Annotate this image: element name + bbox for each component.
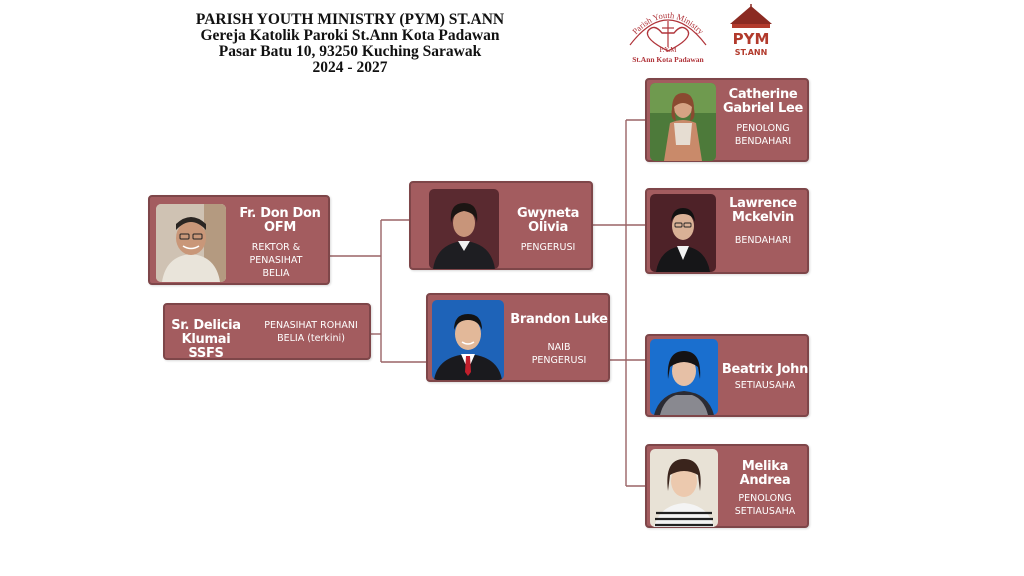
photo-lawrence	[650, 194, 716, 272]
name-lawrence: Lawrence Mckelvin	[729, 196, 797, 225]
name-beatrix: Beatrix John	[721, 362, 809, 377]
name-melika: Melika Andrea	[739, 459, 791, 488]
name-delicia: Sr. Delicia Klumai SSFS	[171, 318, 241, 361]
card-catherine: Catherine Gabriel Lee PENOLONG BENDAHARI	[645, 78, 809, 162]
role-delicia: PENASIHAT ROHANI BELIA (terkini)	[264, 320, 358, 344]
card-gwyneta: Gwyneta Olivia PENGERUSI	[409, 181, 593, 270]
card-brandon: Brandon Luke NAIB PENGERUSI	[426, 293, 610, 382]
title-line-2: Gereja Katolik Paroki St.Ann Kota Padawa…	[200, 27, 500, 44]
role-don: REKTOR & PENASIHAT BELIA	[249, 242, 303, 279]
role-brandon: NAIB PENGERUSI	[531, 342, 587, 366]
name-don: Fr. Don Don OFM	[239, 206, 321, 235]
logo-center-text: P.Y.M	[660, 46, 678, 54]
photo-gwyneta	[429, 189, 499, 269]
role-gwyneta: PENGERUSI	[520, 242, 576, 253]
photo-catherine	[650, 83, 716, 161]
card-beatrix: Beatrix John SETIAUSAHA	[645, 334, 809, 417]
role-melika: PENOLONG SETIAUSAHA	[734, 493, 796, 517]
logo-bottom-text: St.Ann Kota Padawan	[632, 55, 704, 64]
photo-melika	[650, 449, 718, 527]
card-delicia: Sr. Delicia Klumai SSFS PENASIHAT ROHANI…	[163, 303, 371, 361]
role-catherine: PENOLONG BENDAHARI	[734, 123, 792, 147]
photo-brandon	[432, 300, 504, 380]
role-lawrence: BENDAHARI	[734, 235, 792, 246]
name-brandon: Brandon Luke	[510, 312, 608, 327]
title-line-4: 2024 - 2027	[312, 59, 388, 76]
logo-stann-text: ST.ANN	[735, 48, 768, 57]
card-don: Fr. Don Don OFM REKTOR & PENASIHAT BELIA	[148, 195, 330, 285]
title-line-1: PARISH YOUTH MINISTRY (PYM) ST.ANN	[195, 11, 505, 28]
role-beatrix: SETIAUSAHA	[734, 380, 796, 391]
card-lawrence: Lawrence Mckelvin BENDAHARI	[645, 188, 809, 274]
logo-pym-text: PYM	[733, 30, 770, 48]
photo-don	[156, 204, 226, 282]
name-gwyneta: Gwyneta Olivia	[516, 206, 580, 235]
pym-st-ann-logo: PYM ST.ANN	[730, 4, 772, 58]
name-catherine: Catherine Gabriel Lee	[722, 87, 804, 116]
photo-beatrix	[650, 339, 718, 415]
title-line-3: Pasar Batu 10, 93250 Kuching Sarawak	[218, 43, 482, 60]
pym-logo-emblem: Parish Youth Ministry P.Y.M St.Ann Kota …	[629, 10, 707, 64]
card-melika: Melika Andrea PENOLONG SETIAUSAHA	[645, 444, 809, 528]
page-header: PARISH YOUTH MINISTRY (PYM) ST.ANN Gerej…	[150, 12, 550, 76]
